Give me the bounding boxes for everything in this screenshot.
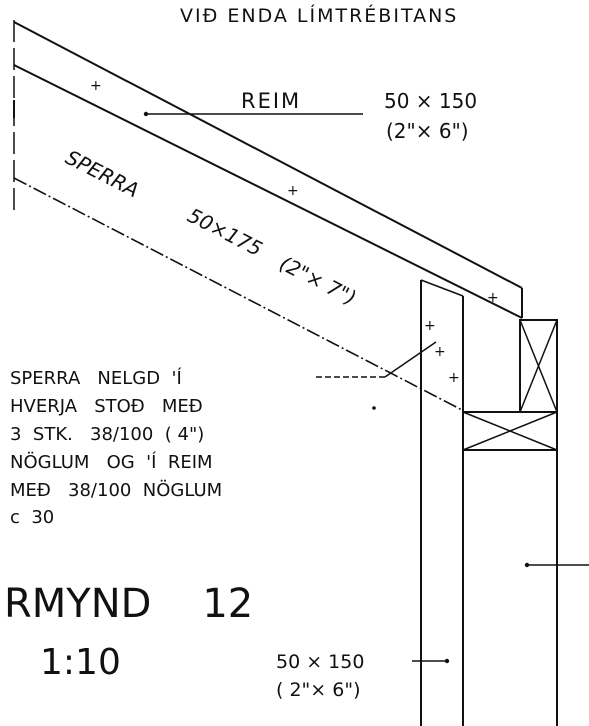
header-text: VIÐ ENDA LÍMTRÉBITANS	[180, 4, 458, 27]
stray-dot	[372, 406, 376, 410]
post-size: 50 × 150	[276, 651, 364, 673]
sperra-bottom-edge	[13, 177, 463, 411]
figure-title: RMYND 12	[4, 581, 253, 627]
reim-section	[519, 319, 558, 413]
sperra-size-imperial: (2"× 7")	[276, 251, 360, 310]
scale-label: 1:10	[40, 642, 121, 683]
glulam-beam-end	[462, 319, 589, 726]
nail-mark: +	[90, 78, 102, 94]
sperra-label: SPERRA	[62, 145, 143, 202]
sperra-size: 50×175	[184, 203, 267, 261]
nail-mark: +	[448, 370, 460, 386]
reim-size: 50 × 150	[384, 89, 477, 113]
reim-top-edge	[13, 21, 523, 289]
nail-mark: +	[287, 183, 299, 199]
post-leader-dot	[444, 658, 450, 664]
note-leader	[384, 341, 437, 378]
nail-mark: +	[434, 344, 446, 360]
blocking-cross	[462, 411, 558, 451]
nail-mark: +	[424, 318, 436, 334]
rafter-assembly: + + +	[13, 20, 523, 411]
note-line: NÖGLUM OG 'Í REIM	[10, 451, 213, 473]
reim-label: REIM	[241, 89, 301, 113]
nail-mark: +	[487, 290, 499, 306]
reim-section-cross	[519, 319, 558, 413]
post-top	[420, 279, 464, 297]
reim-leader-dot	[143, 111, 149, 117]
reim-size-imperial: (2"× 6")	[386, 119, 469, 143]
note-line: HVERJA STOÐ MEÐ	[10, 396, 203, 417]
beam-leader-dot	[524, 562, 530, 568]
note-line: 3 STK. 38/100 ( 4")	[10, 424, 204, 445]
nailing-note: SPERRA NELGD 'Í HVERJA STOÐ MEÐ 3 STK. 3…	[10, 367, 222, 528]
note-line: SPERRA NELGD 'Í	[10, 367, 182, 389]
note-line: c 30	[10, 507, 54, 528]
post: + + +	[420, 279, 464, 726]
note-line: MEÐ 38/100 NÖGLUM	[10, 479, 222, 501]
reim-bottom-edge	[13, 64, 523, 319]
post-size-imperial: ( 2"× 6")	[276, 679, 360, 701]
